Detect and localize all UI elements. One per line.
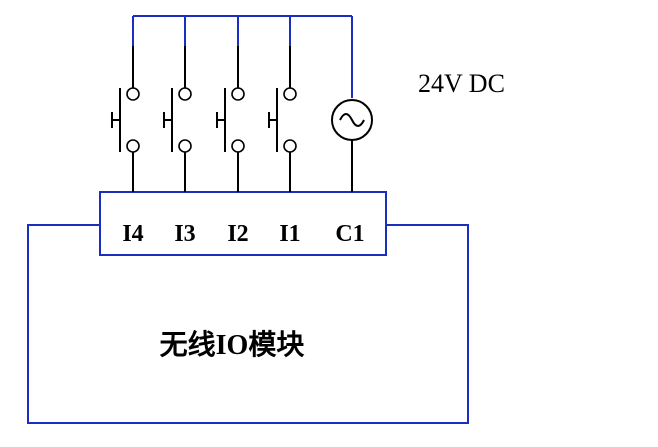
module-outline [27,224,469,424]
switch-i3 [163,46,192,192]
switch-i1 [268,46,297,192]
module-label: 无线IO模块 [160,329,305,361]
terminal-strip [99,191,387,256]
ac-source-icon [331,99,373,192]
terminal-label-i2: I2 [227,221,248,247]
supply-label: 24V DC [418,69,505,98]
switch-i4 [111,46,140,192]
terminal-label-i3: I3 [174,221,195,247]
terminal-label-i1: I1 [279,221,300,247]
terminal-label-i4: I4 [122,221,143,247]
terminal-label-c1: C1 [335,221,364,247]
switch-i2 [216,46,245,192]
